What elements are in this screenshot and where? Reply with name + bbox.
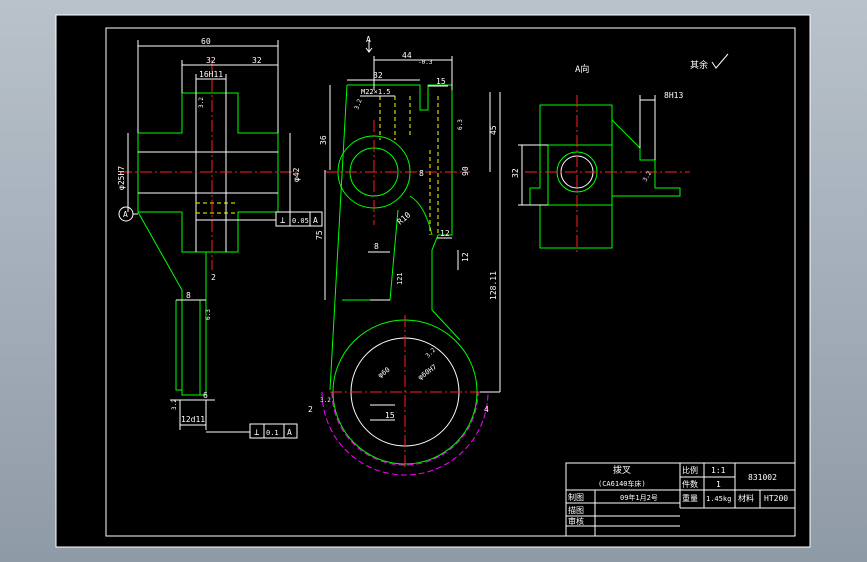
- dim-32c: 32: [373, 71, 383, 80]
- dim-8h13: 8H13: [664, 91, 683, 100]
- perp1-symbol: ⊥: [280, 216, 286, 226]
- checked-label: 审核: [568, 516, 584, 526]
- qty-label: 件数: [682, 479, 698, 489]
- left-view-centerline: [120, 60, 300, 270]
- part-model: (CA6140车床): [598, 479, 646, 488]
- dim-2b: 2: [308, 405, 313, 414]
- drawn-label: 描图: [568, 505, 584, 515]
- dim-4: 4: [484, 405, 489, 414]
- dim-44: 44: [402, 51, 412, 60]
- perp-tolerance-2: ⊥ 0.1 A: [206, 423, 298, 439]
- dim-36: 36: [319, 135, 328, 145]
- drafted-label: 制图: [568, 492, 584, 502]
- weight-label: 重量: [682, 493, 698, 503]
- left-view-fork: [175, 300, 201, 395]
- dim-m22: M22×1.5: [361, 88, 391, 96]
- perp2-value: 0.1: [266, 429, 279, 437]
- dim-6: 6: [203, 391, 208, 400]
- perp2-symbol: ⊥: [254, 428, 260, 438]
- dim-90: 90: [461, 166, 470, 176]
- ra-viewa: 3.2: [642, 170, 654, 183]
- dim-16h11: 16H11: [199, 70, 223, 79]
- material-label: 材料: [738, 493, 754, 503]
- ra-left-2: 6.3: [205, 309, 212, 320]
- dim-32d: 32: [511, 168, 520, 178]
- inner-border: [105, 27, 796, 537]
- dim-25h7: φ25H7: [117, 166, 126, 190]
- dim-12d11: 12d11: [181, 415, 205, 424]
- front-view-dimlines: [324, 56, 501, 421]
- fork-phantom-arc: [321, 391, 489, 476]
- ra-front-1: 3.2: [353, 98, 363, 111]
- roughness-check-icon: [711, 53, 729, 69]
- drafted-date: 09年1月2号: [620, 493, 658, 502]
- perp2-ref: A: [287, 428, 292, 437]
- datum-a-label: A: [123, 210, 128, 219]
- left-view-bore: [138, 93, 278, 252]
- qty-value: 1: [716, 480, 721, 489]
- left-view-hidden: [196, 202, 238, 214]
- title-block: [565, 462, 796, 537]
- dim-45: 45: [489, 125, 498, 135]
- perp-tolerance-1: ⊥ 0.05 A: [196, 211, 323, 227]
- dim-60: 60: [201, 37, 211, 46]
- dim-42: φ42: [292, 167, 301, 182]
- dim-15: 15: [436, 77, 446, 86]
- scale-label: 比例: [682, 465, 698, 475]
- view-a: A向 8H13 32 3.2: [511, 63, 690, 255]
- ra-front-2: 6.3: [457, 119, 464, 130]
- dim-8c: 8: [374, 242, 379, 251]
- material-value: HT200: [764, 494, 788, 503]
- left-view-arm: [137, 211, 207, 396]
- front-view-hidden: [379, 96, 439, 235]
- roughness-note: 其余: [690, 59, 708, 71]
- dim-15b: 15: [385, 411, 395, 420]
- left-view-dimlines: [127, 40, 291, 430]
- ra-left-1: 3.2: [198, 97, 205, 108]
- view-a-dimlines: [518, 95, 656, 206]
- section-mark: A: [366, 35, 371, 44]
- drawing-number: 831002: [748, 473, 777, 482]
- dim-44-tol: -0.3: [418, 59, 433, 66]
- dim-75: 75: [315, 230, 324, 240]
- front-view-centerline: [325, 120, 495, 470]
- view-a-body: [529, 104, 681, 249]
- view-a-centerline: [525, 95, 690, 255]
- dim-8b: 8: [419, 169, 424, 178]
- dim-128: 128.11: [489, 271, 498, 300]
- view-a-label: A向: [575, 63, 589, 75]
- weight-value: 1.45kg: [706, 495, 731, 503]
- dim-8a: 8: [186, 291, 191, 300]
- perp1-value: 0.05: [292, 217, 309, 225]
- part-name: 拨叉: [613, 464, 631, 476]
- perp1-ref: A: [313, 216, 318, 225]
- dim-2: 2: [211, 273, 216, 282]
- dim-32a: 32: [206, 56, 216, 65]
- dim-121: 121: [396, 272, 404, 285]
- dim-32b: 32: [252, 56, 262, 65]
- dim-12b: 12: [461, 252, 470, 262]
- dim-12a: 12: [440, 229, 450, 238]
- left-view: 60 32 32 16H11 φ25H7 φ42 8 2 6 12d11 A ⊥…: [117, 37, 323, 439]
- ra-front-4: 3.2: [320, 397, 331, 404]
- ra-left-3: 3.2: [171, 399, 178, 410]
- scale-value: 1:1: [711, 466, 726, 475]
- section-arrow: [365, 40, 373, 53]
